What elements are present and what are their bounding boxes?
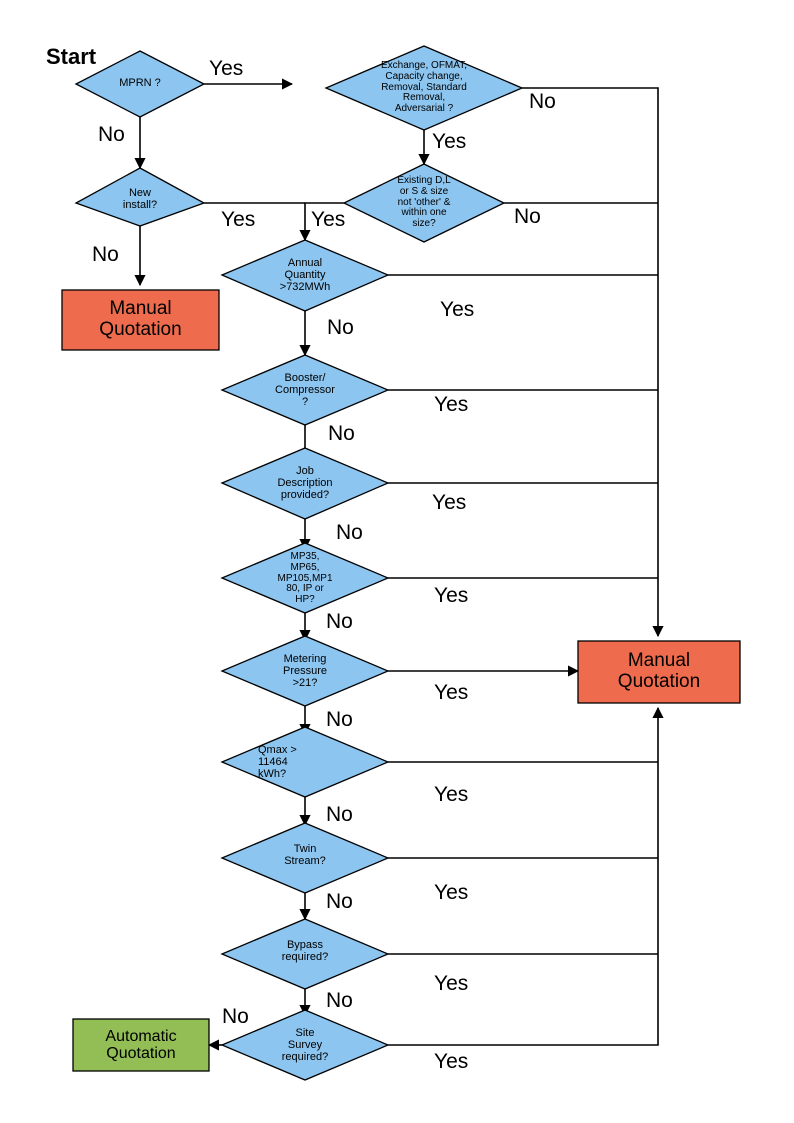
edge-label-newinstall-no: No [92,243,119,266]
edge-label-existing-no: No [514,205,541,228]
node-manual-right [577,640,741,704]
edge-label-mpsizes-no: No [326,610,353,633]
edge-label-mprn-yes: Yes [209,57,244,80]
node-booster [220,354,390,426]
node-annual [220,239,390,312]
edge-label-mpsizes-yes: Yes [434,584,469,607]
edge-label-annual-no: No [327,316,354,339]
edge-label-metering-yes: Yes [434,681,469,704]
edge-label-jobdesc-no: No [336,521,363,544]
edge-label-existing-yes: Yes [311,208,346,231]
node-jobdesc [220,447,390,520]
node-mpsizes [220,542,390,614]
edge-label-sitesurvey-no: No [222,1005,249,1028]
node-automatic [72,1018,210,1072]
edge-label-sitesurvey-yes: Yes [434,1050,469,1073]
edge-label-twin-yes: Yes [434,881,469,904]
edge-label-twin-no: No [326,890,353,913]
start-label: Start [46,44,97,69]
edge-label-qmax-yes: Yes [434,783,469,806]
edge-label-newinstall-yes: Yes [221,208,256,231]
edge-label-metering-no: No [326,708,353,731]
node-manual-left [61,289,220,351]
node-qmax [220,726,390,798]
node-existing [342,163,506,243]
edge-label-booster-no: No [328,422,355,445]
node-exchange [324,45,524,131]
node-bypass [220,918,390,990]
edge-label-booster-yes: Yes [434,393,469,416]
edge-label-bypass-yes: Yes [434,972,469,995]
node-metering [220,635,390,707]
edge-label-annual-yes: Yes [440,298,475,321]
node-sitesurvey [220,1009,390,1081]
edge-exchange-no [522,87,664,638]
edge-label-qmax-no: No [326,803,353,826]
edge-label-bypass-no: No [326,989,353,1012]
node-newinstall [74,167,206,227]
edge-sitesurvey-yes [388,706,664,1046]
edge-label-mprn-no: No [98,123,125,146]
edge-label-exchange-no: No [529,90,556,113]
node-mprn [74,50,206,118]
node-twin [220,822,390,894]
edge-label-jobdesc-yes: Yes [432,491,467,514]
edge-label-exchange-yes: Yes [432,130,467,153]
edge-existing-yes [299,202,344,242]
